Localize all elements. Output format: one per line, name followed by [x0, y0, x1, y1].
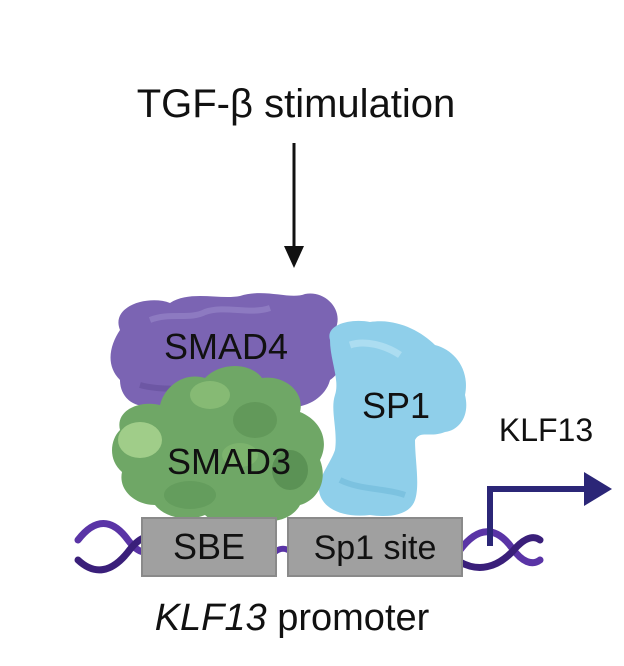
stimulus-arrow — [284, 143, 304, 268]
target-gene-label: KLF13 — [499, 412, 593, 448]
stimulus-label: TGF-β stimulation — [137, 82, 456, 126]
promoter-caption-gene: KLF13 — [155, 597, 267, 639]
sbe-box: SBE — [141, 517, 277, 577]
smad4-label: SMAD4 — [164, 326, 288, 367]
sp1-protein — [318, 320, 467, 517]
promoter-caption: KLF13 promoter — [155, 597, 430, 639]
sp1-site-label: Sp1 site — [314, 529, 437, 567]
smad3-label: SMAD3 — [167, 441, 291, 482]
sbe-label: SBE — [173, 526, 245, 567]
smad3-protein — [112, 366, 324, 525]
promoter-caption-suffix: promoter — [267, 597, 430, 639]
transcription-start-arrow — [487, 472, 612, 546]
sp1-label: SP1 — [362, 385, 430, 426]
sp1-site-box: Sp1 site — [287, 517, 463, 577]
